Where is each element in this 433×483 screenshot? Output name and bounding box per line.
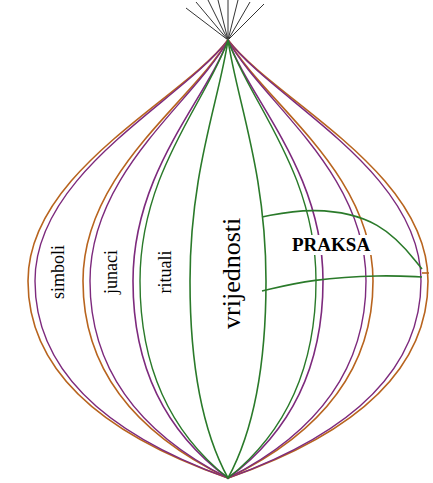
label-holder: vrijednosti — [218, 218, 247, 329]
onion-layer: vrijednosti rituali junaci — [83, 40, 373, 478]
arrow-stub — [422, 272, 429, 274]
sprout-line — [228, 4, 264, 40]
layer-line — [90, 40, 366, 478]
sprout-line — [186, 8, 228, 40]
sprout-line — [228, 0, 229, 40]
label-holder: rituali — [155, 251, 175, 294]
layer-line — [140, 40, 316, 478]
sprout-line — [228, 0, 238, 40]
label-holder: PRAKSA — [290, 235, 372, 256]
onion-layer: vrijednosti rituali junaci simboli — [28, 40, 428, 478]
band-line — [262, 211, 422, 269]
band-line — [262, 276, 422, 291]
layer-line — [28, 40, 428, 478]
layer-line — [83, 40, 373, 478]
layer-line — [35, 40, 421, 478]
practice-band: PRAKSA — [262, 205, 430, 297]
layer-label: junaci — [102, 250, 122, 294]
label-holder: simboli — [49, 245, 69, 299]
layer-label: rituali — [155, 251, 175, 294]
layer-label: vrijednosti — [218, 218, 247, 329]
sprout-line — [208, 0, 228, 40]
onion-layer: vrijednosti — [190, 40, 266, 478]
band-label: PRAKSA — [290, 235, 372, 256]
layer-label: simboli — [49, 245, 69, 299]
layer-line — [133, 40, 323, 478]
label-holder: junaci — [102, 250, 122, 294]
layer-line — [190, 40, 266, 478]
onion-layer: vrijednosti rituali — [133, 40, 323, 478]
